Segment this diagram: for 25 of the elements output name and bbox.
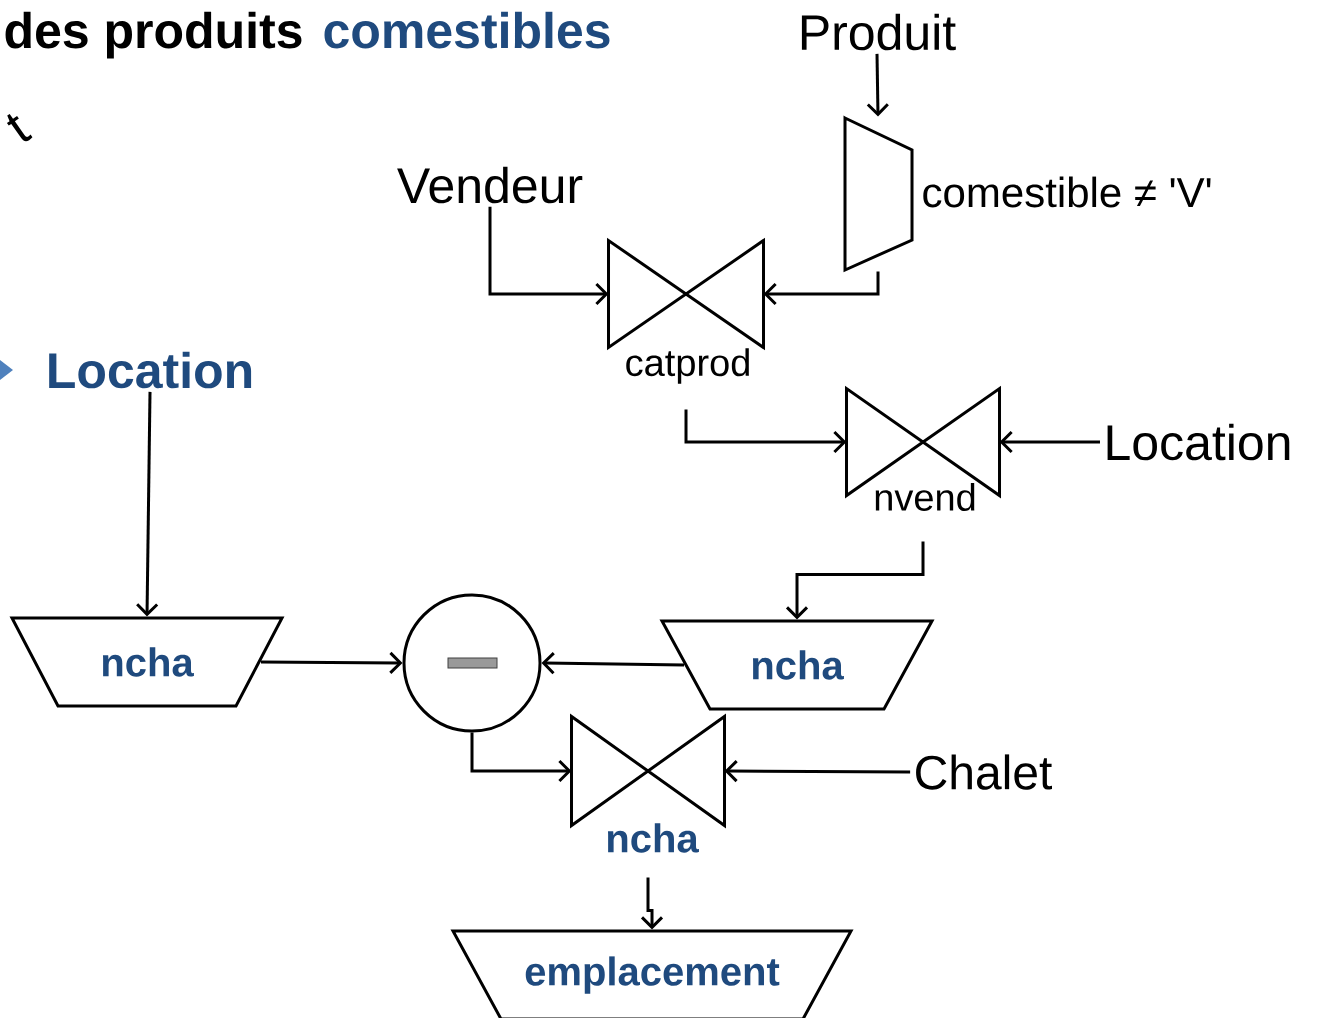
arrow — [866, 53, 889, 117]
relation-name: Location — [49, 351, 252, 389]
relation-name: Location — [1107, 423, 1290, 461]
attribute-label: nvend — [875, 483, 975, 511]
relation-name: Vendeur — [397, 166, 583, 204]
relation-name: Produit — [801, 13, 956, 51]
arrow — [999, 430, 1100, 454]
arrow — [684, 409, 847, 454]
relation-name: Chalet — [916, 754, 1052, 790]
arrow — [136, 391, 159, 617]
arrow — [488, 206, 609, 306]
arrow — [724, 760, 911, 783]
heading-text: comestibles — [324, 11, 610, 49]
attribute-label: ncha — [607, 823, 699, 853]
heading-text: des produits — [5, 11, 302, 59]
arrow — [785, 541, 925, 620]
condition-text: comestible ≠ 'V' — [923, 176, 1211, 208]
difference-circle — [402, 593, 542, 733]
arrow — [261, 651, 403, 674]
attribute-label: catprod — [626, 348, 749, 384]
text-fragment: t — [6, 113, 33, 142]
arrow — [640, 877, 664, 930]
arrow — [470, 732, 572, 783]
arrow — [763, 271, 880, 306]
arrow — [541, 652, 685, 675]
